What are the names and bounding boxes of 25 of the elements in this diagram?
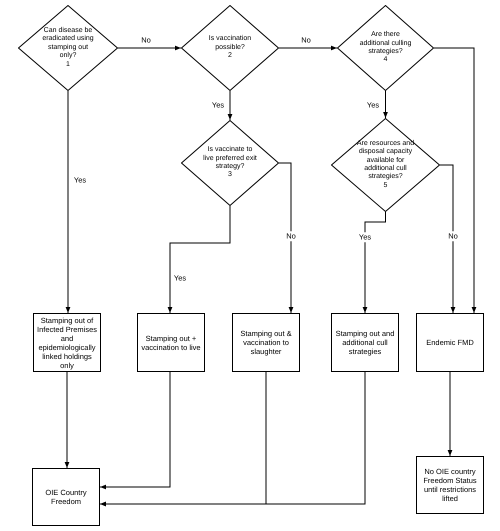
arrow — [100, 372, 366, 506]
arrow — [278, 46, 338, 50]
decision-diamond — [181, 120, 279, 206]
arrow — [440, 164, 456, 314]
process-box — [331, 313, 399, 372]
decision-diamond — [181, 5, 279, 91]
arrow — [362, 212, 386, 314]
process-box — [32, 468, 100, 526]
process-box — [416, 456, 484, 514]
arrow — [434, 48, 476, 314]
process-box — [232, 313, 300, 372]
arrow — [66, 90, 70, 314]
arrow — [100, 372, 170, 490]
arrow — [448, 372, 452, 456]
arrow — [278, 162, 294, 314]
process-box — [137, 313, 205, 372]
process-box — [416, 313, 484, 372]
arrow — [383, 90, 388, 118]
arrow — [118, 46, 182, 50]
decision-diamond — [331, 118, 440, 212]
arrow — [228, 90, 232, 120]
decision-diamond — [18, 5, 118, 91]
decision-diamond — [337, 5, 434, 91]
arrow — [168, 206, 230, 314]
arrow — [64, 372, 70, 468]
